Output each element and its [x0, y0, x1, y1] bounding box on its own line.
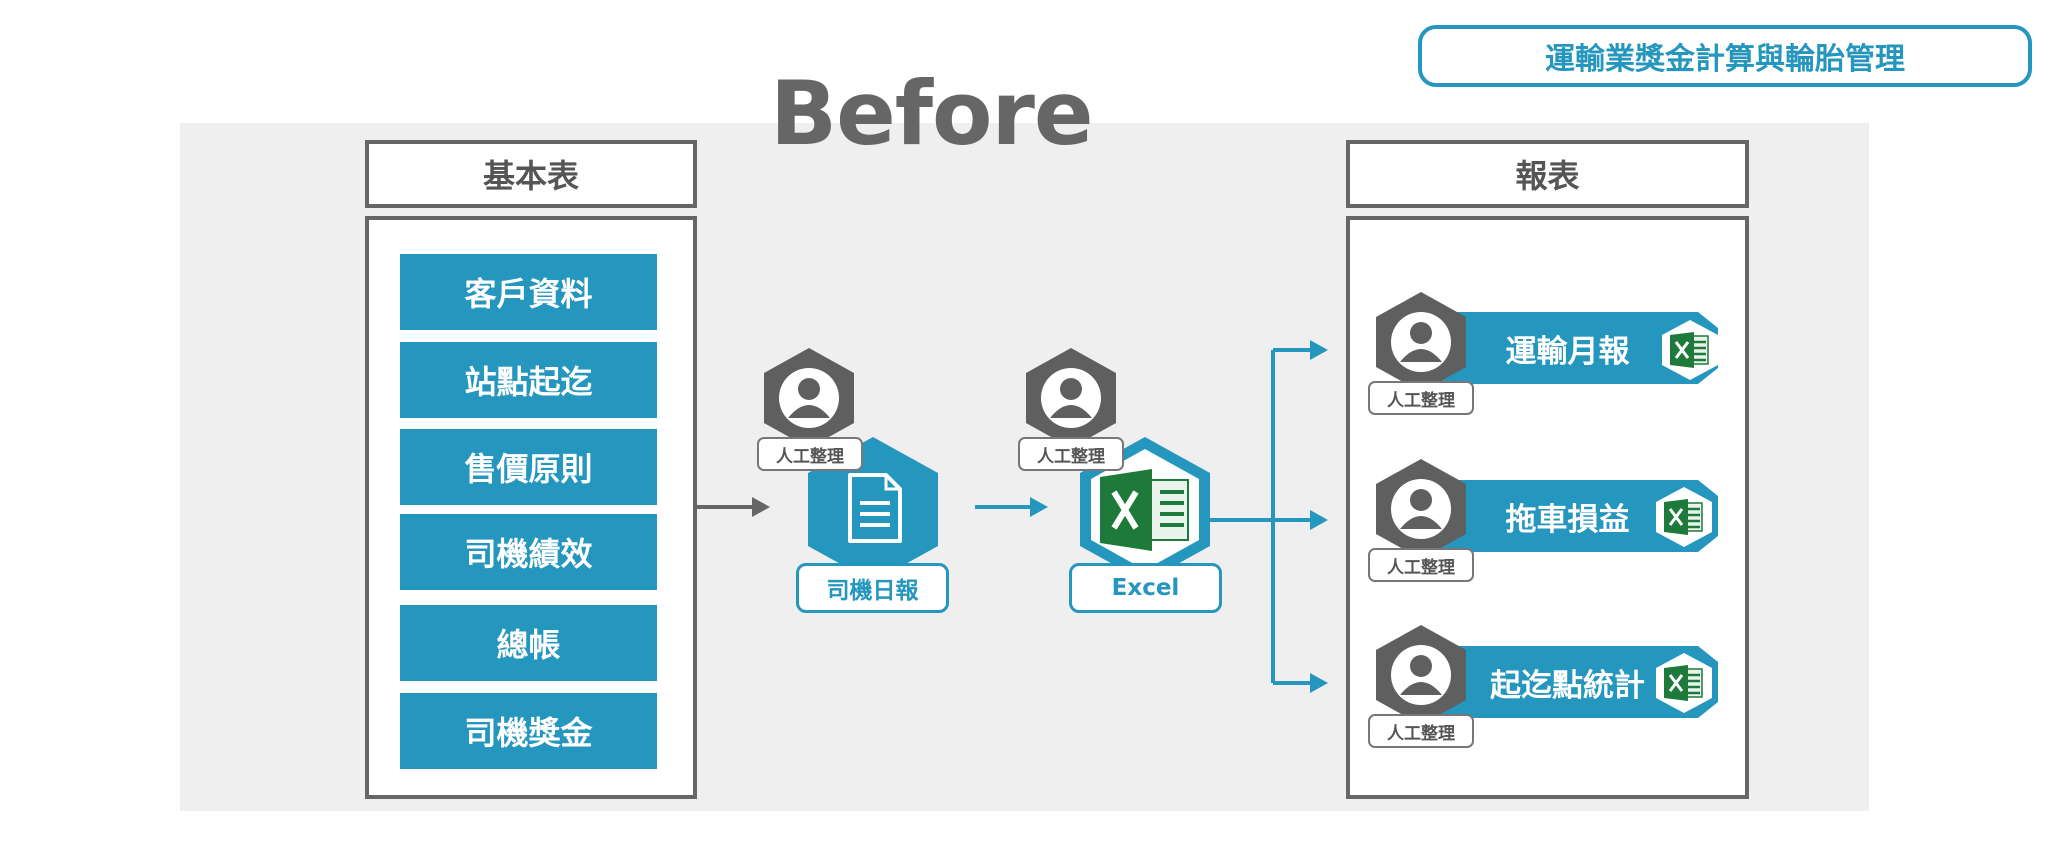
reports-title: 報表 [1515, 157, 1580, 195]
manual-tag: 人工整理 [1018, 437, 1124, 471]
manual-tag-text: 人工整理 [1387, 390, 1455, 411]
basic-item-label: 售價原則 [464, 450, 593, 488]
report-label: 起迄點統計 [1490, 667, 1645, 704]
arrow-icon [1310, 510, 1328, 530]
manual-tag-text: 人工整理 [1387, 557, 1455, 578]
basic-item-driver-performance: 司機績效 [400, 514, 657, 590]
daily-report-label: 司機日報 [796, 563, 949, 613]
arrow-icon [1310, 673, 1328, 693]
report-banner-bg [1440, 480, 1718, 552]
report-monthly: 運輸月報 [1470, 312, 1665, 384]
excel-icon [1656, 653, 1712, 713]
excel-icon [1662, 320, 1718, 380]
report-banner-bg [1440, 312, 1718, 384]
person-icon [1376, 625, 1466, 725]
excel-label: Excel [1069, 563, 1222, 613]
excel-icon [1656, 487, 1712, 547]
manual-tag: 人工整理 [1368, 714, 1474, 748]
person-icon [764, 348, 854, 448]
report-trailer-pl: 拖車損益 [1470, 480, 1665, 552]
basic-table-header: 基本表 [365, 140, 697, 208]
basic-item-label: 司機獎金 [464, 714, 593, 752]
excel-icon [1100, 469, 1189, 551]
excel-hex [1080, 437, 1210, 582]
stage-label: Before [770, 62, 1094, 165]
basic-item-customer: 客戶資料 [400, 254, 657, 330]
basic-item-driver-bonus: 司機獎金 [400, 693, 657, 769]
manual-tag-text: 人工整理 [776, 446, 844, 467]
person-icon [1376, 292, 1466, 392]
basic-item-stations: 站點起迄 [400, 342, 657, 418]
arrow-icon [1310, 340, 1328, 360]
document-hex [808, 437, 938, 582]
document-icon [848, 473, 902, 543]
page-title: 運輸業獎金計算與輪胎管理 [1545, 42, 1905, 77]
manual-tag-text: 人工整理 [1037, 446, 1105, 467]
report-od-stats: 起迄點統計 [1470, 646, 1665, 718]
manual-tag: 人工整理 [1368, 381, 1474, 415]
basic-table-title: 基本表 [482, 157, 579, 195]
basic-item-ledger: 總帳 [400, 605, 657, 681]
person-icon [1026, 348, 1116, 448]
basic-item-pricing: 售價原則 [400, 429, 657, 505]
manual-tag-text: 人工整理 [1387, 723, 1455, 744]
basic-item-label: 司機績效 [464, 535, 593, 573]
report-banner-bg [1440, 646, 1718, 718]
basic-item-label: 客戶資料 [464, 275, 593, 313]
branch-arrows [1210, 348, 1312, 685]
report-label: 拖車損益 [1505, 501, 1630, 538]
arrow-icon [697, 497, 770, 517]
person-icon [1376, 459, 1466, 559]
reports-header: 報表 [1346, 140, 1749, 208]
basic-item-label: 總帳 [496, 626, 561, 664]
daily-report-text: 司機日報 [826, 578, 919, 604]
basic-item-label: 站點起迄 [464, 363, 593, 401]
page-title-box: 運輸業獎金計算與輪胎管理 [1418, 25, 2032, 87]
arrow-icon [975, 497, 1048, 517]
manual-tag: 人工整理 [757, 437, 863, 471]
manual-tag: 人工整理 [1368, 548, 1474, 582]
report-label: 運輸月報 [1505, 333, 1630, 370]
excel-label-text: Excel [1111, 575, 1180, 601]
